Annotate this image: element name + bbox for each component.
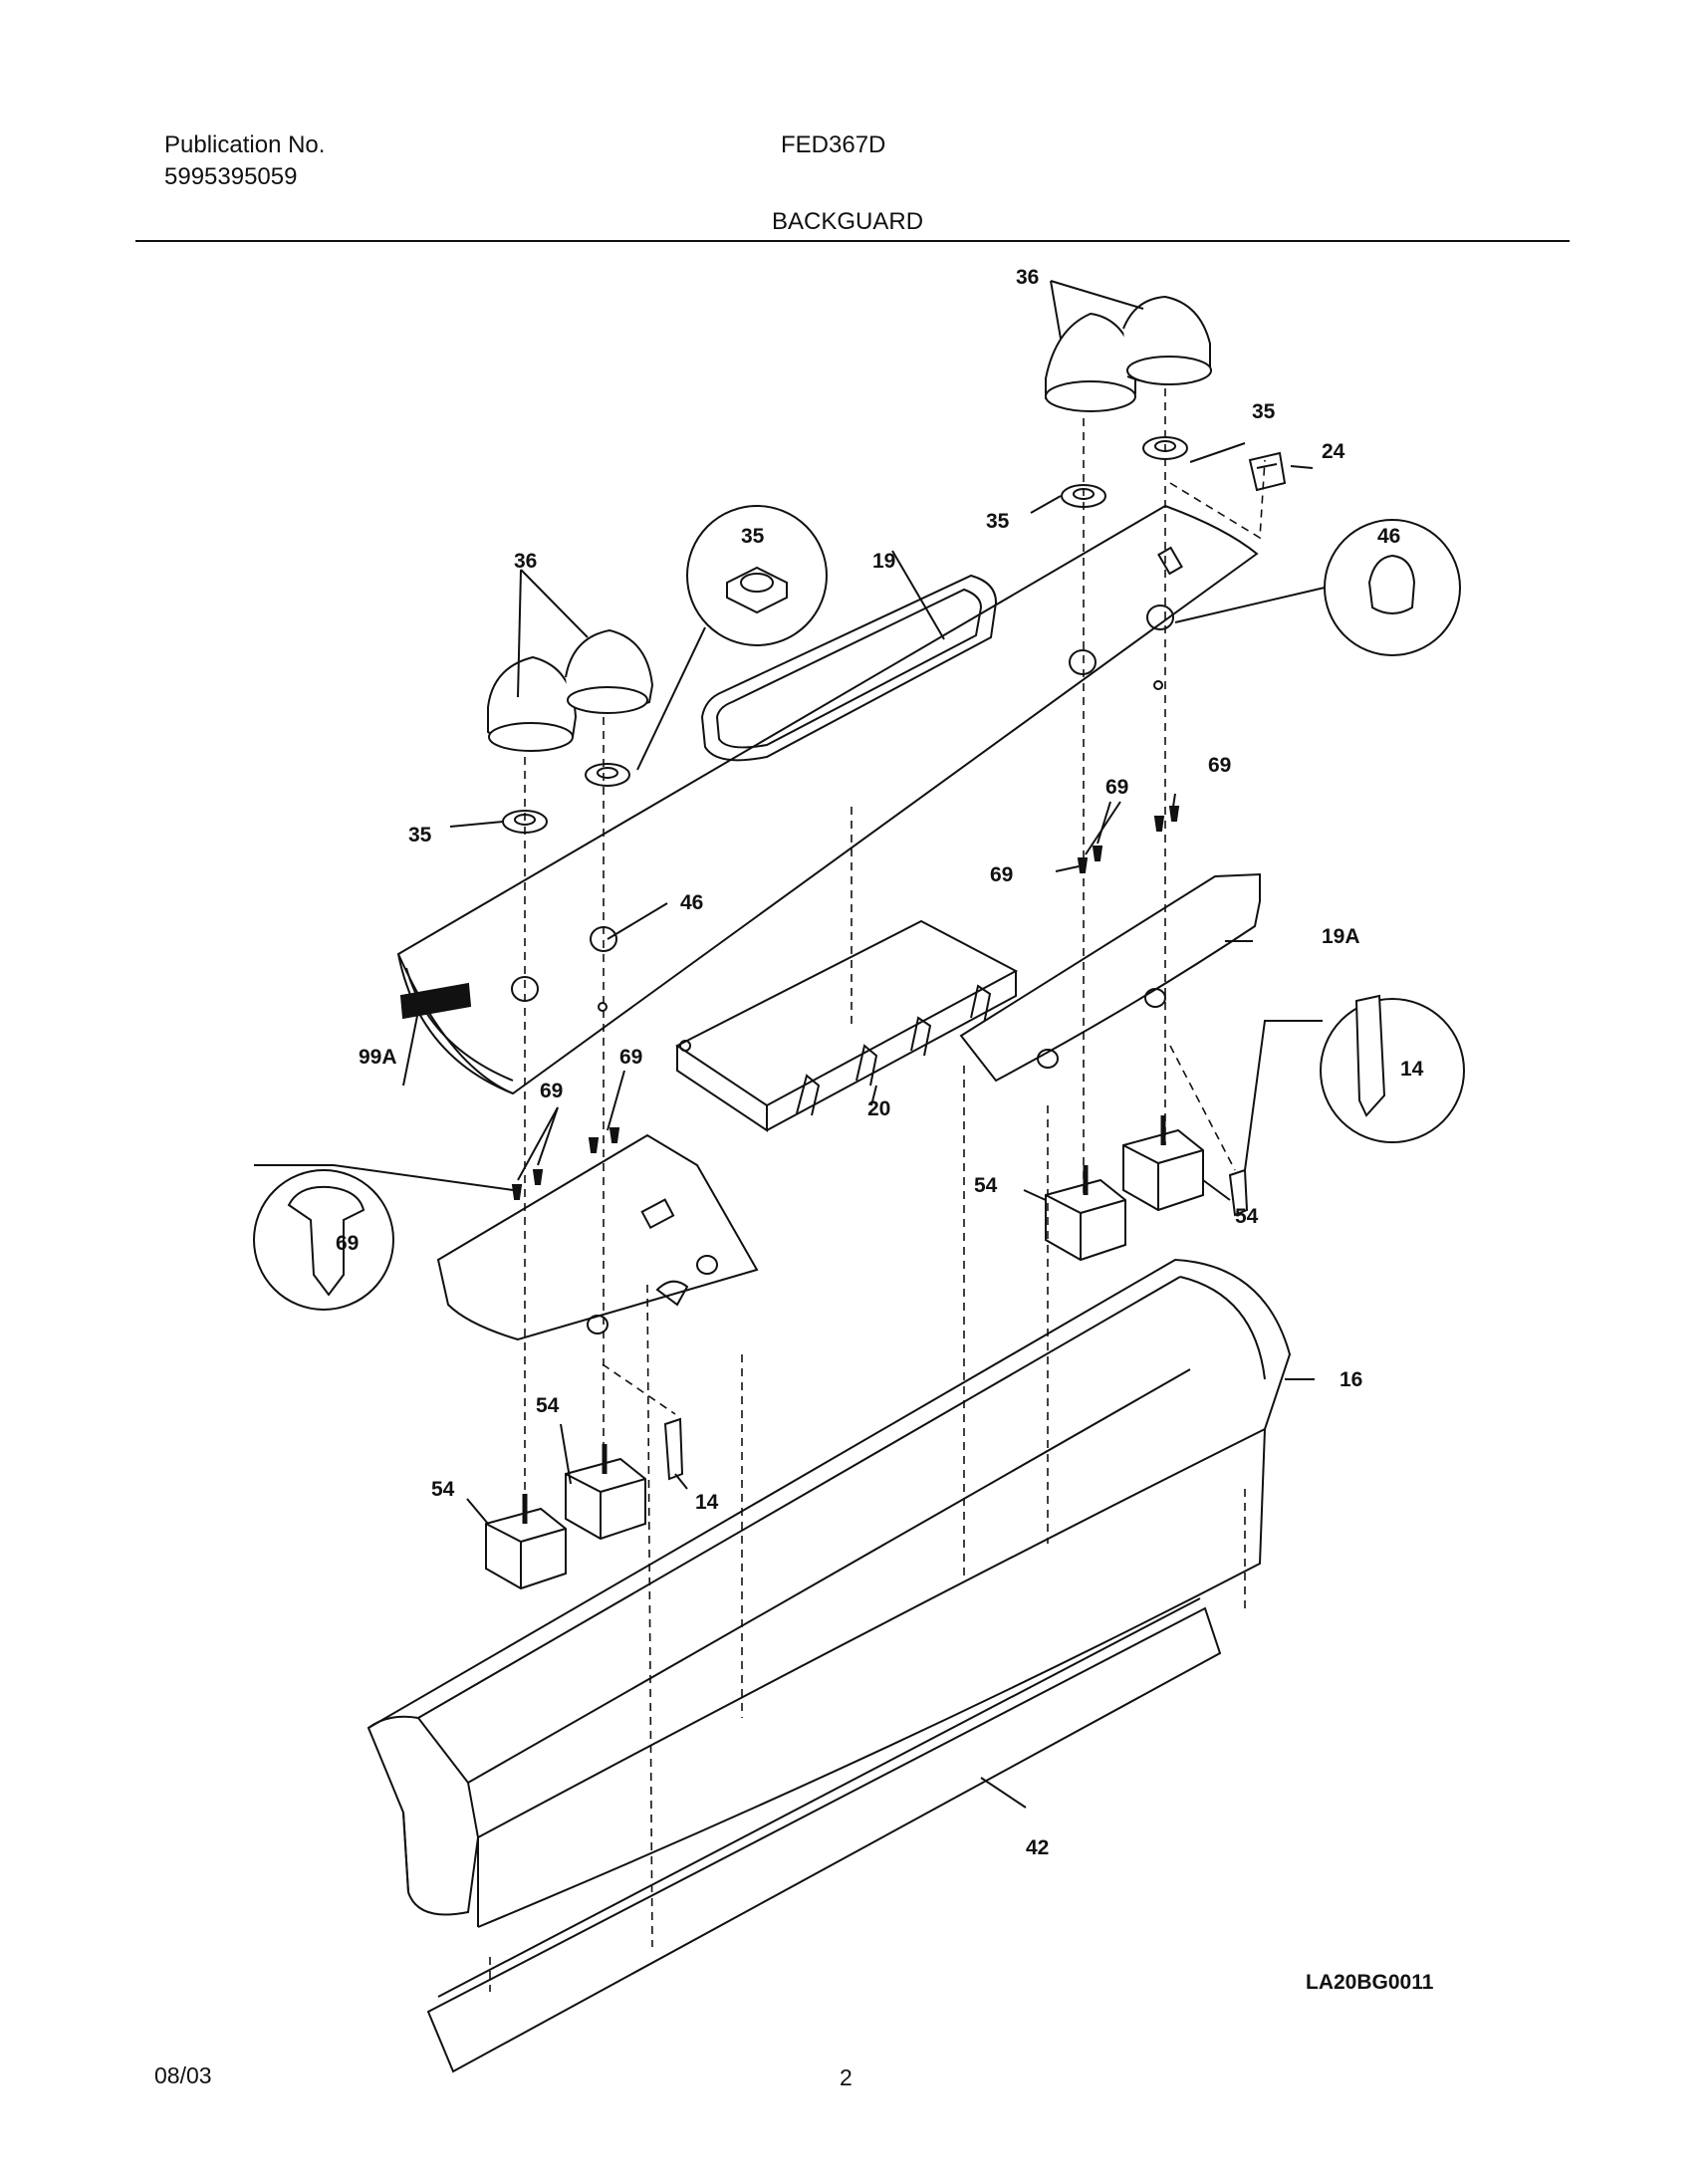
callout-indicator-detail: 46 xyxy=(1377,525,1400,548)
publication-number: 5995395059 xyxy=(164,163,298,190)
callout-light-detail: 14 xyxy=(1400,1058,1424,1081)
callout-screw-l1: 69 xyxy=(619,1046,642,1069)
publication-label: Publication No. xyxy=(164,131,326,158)
callout-indicator-left: 46 xyxy=(680,891,703,914)
callout-knob-pair-right: 36 xyxy=(1016,266,1039,289)
assembly-lines xyxy=(489,388,1266,1992)
drawing-code: LA20BG0011 xyxy=(1306,1971,1434,1994)
knob-pair-right-part xyxy=(1045,295,1212,412)
callout-clock-timer: 20 xyxy=(867,1097,890,1120)
callout-screw-r2: 69 xyxy=(1208,754,1231,777)
callout-ribbon-cable: 99A xyxy=(359,1046,397,1069)
callout-labels: 36 35 24 35 46 36 19 35 69 69 35 69 19A … xyxy=(336,266,1434,1994)
rocker-switch-part xyxy=(1248,451,1287,492)
infinite-switch-parts xyxy=(485,1115,1204,1590)
callout-bezel-detail: 35 xyxy=(741,525,765,548)
callout-screw-l2: 69 xyxy=(540,1080,563,1102)
callout-bezel-left-lower: 35 xyxy=(408,824,432,847)
control-panel-part xyxy=(396,504,1259,1095)
callout-screw-detail: 69 xyxy=(336,1232,359,1255)
bracket-right-part xyxy=(959,872,1261,1083)
callout-switch-right-a: 54 xyxy=(974,1174,998,1197)
callout-bezel-right-lower: 35 xyxy=(986,510,1010,533)
detail-circle-light xyxy=(1320,998,1465,1143)
leader-lines xyxy=(254,280,1326,1809)
screw-parts xyxy=(511,806,1180,1200)
callout-light-left: 14 xyxy=(695,1491,719,1514)
callout-knob-pair-left: 36 xyxy=(514,550,537,573)
callout-switch-left-a: 54 xyxy=(431,1478,455,1501)
callout-end-cap-frame: 16 xyxy=(1340,1368,1362,1391)
clock-timer-part xyxy=(675,919,1019,1132)
callout-control-panel: 19 xyxy=(872,550,895,573)
model-number: FED367D xyxy=(781,131,886,158)
bracket-left-part xyxy=(436,1133,759,1341)
callout-switch-right-b: 54 xyxy=(1235,1205,1259,1228)
header-rule xyxy=(135,240,1570,242)
footer-date: 08/03 xyxy=(154,2062,212,2088)
callout-bezel-right-upper: 35 xyxy=(1252,400,1276,423)
knob-pair-left-part xyxy=(487,628,654,752)
callout-switch-left-b: 54 xyxy=(536,1394,560,1417)
signal-light-parts xyxy=(663,1168,1249,1481)
page-number: 2 xyxy=(840,2064,853,2090)
bezel-parts xyxy=(502,436,1188,834)
callout-screw-r3: 69 xyxy=(990,863,1013,886)
callout-rocker-switch: 24 xyxy=(1322,440,1345,463)
end-cap-frame-part xyxy=(366,1258,1292,1928)
callout-screw-r1: 69 xyxy=(1105,776,1128,799)
section-title: BACKGUARD xyxy=(772,208,924,235)
vent-trim-part xyxy=(426,1597,1222,2073)
callout-vent-trim: 42 xyxy=(1026,1836,1049,1859)
callout-bracket-right: 19A xyxy=(1322,925,1360,948)
